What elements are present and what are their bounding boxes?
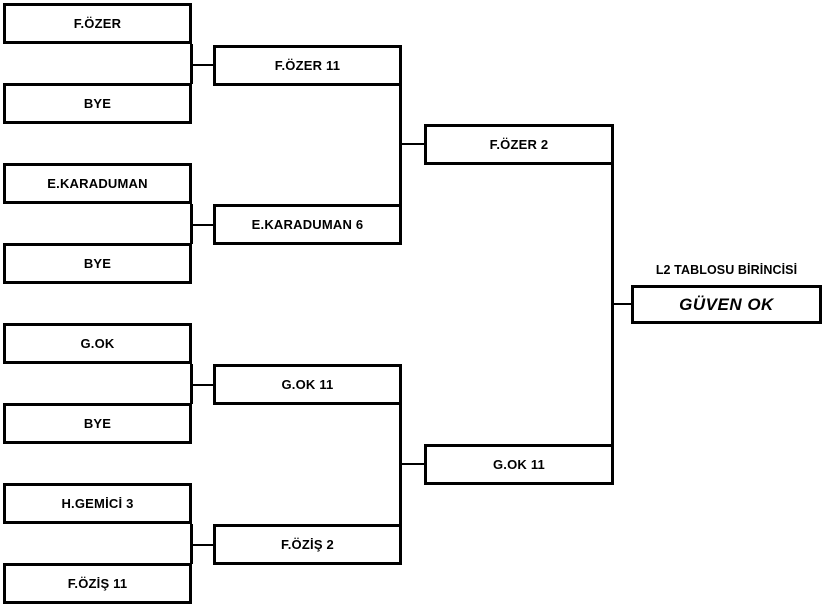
bracket-slot-r2-2: E.KARADUMAN 6 xyxy=(213,204,402,245)
bracket-slot-r1-2: BYE xyxy=(3,83,192,124)
bracket-slot-r1-5: G.OK xyxy=(3,323,192,364)
connector-horizontal-r1-pair2 xyxy=(190,224,215,226)
bracket-slot-r1-8: F.ÖZİŞ 11 xyxy=(3,563,192,604)
connector-horizontal-r1-pair4 xyxy=(190,544,215,546)
bracket-slot-r1-7: H.GEMİCİ 3 xyxy=(3,483,192,524)
bracket-slot-r1-4: BYE xyxy=(3,243,192,284)
bracket-slot-r3-1: F.ÖZER 2 xyxy=(424,124,614,165)
connector-horizontal-r2-upper xyxy=(399,143,426,145)
champion-box: GÜVEN OK xyxy=(631,285,822,324)
bracket-slot-r2-3: G.OK 11 xyxy=(213,364,402,405)
bracket-slot-r1-3: E.KARADUMAN xyxy=(3,163,192,204)
connector-horizontal-r2-lower xyxy=(399,463,426,465)
bracket-slot-r1-1: F.ÖZER xyxy=(3,3,192,44)
bracket-slot-r1-6: BYE xyxy=(3,403,192,444)
connector-horizontal-r1-pair1 xyxy=(190,64,215,66)
connector-horizontal-final xyxy=(611,303,633,305)
champion-title-label: L2 TABLOSU BİRİNCİSİ xyxy=(655,263,798,277)
bracket-slot-r3-2: G.OK 11 xyxy=(424,444,614,485)
bracket-slot-r2-1: F.ÖZER 11 xyxy=(213,45,402,86)
bracket-slot-r2-4: F.ÖZİŞ 2 xyxy=(213,524,402,565)
connector-horizontal-r1-pair3 xyxy=(190,384,215,386)
connector-vertical-r2-upper xyxy=(399,84,402,206)
